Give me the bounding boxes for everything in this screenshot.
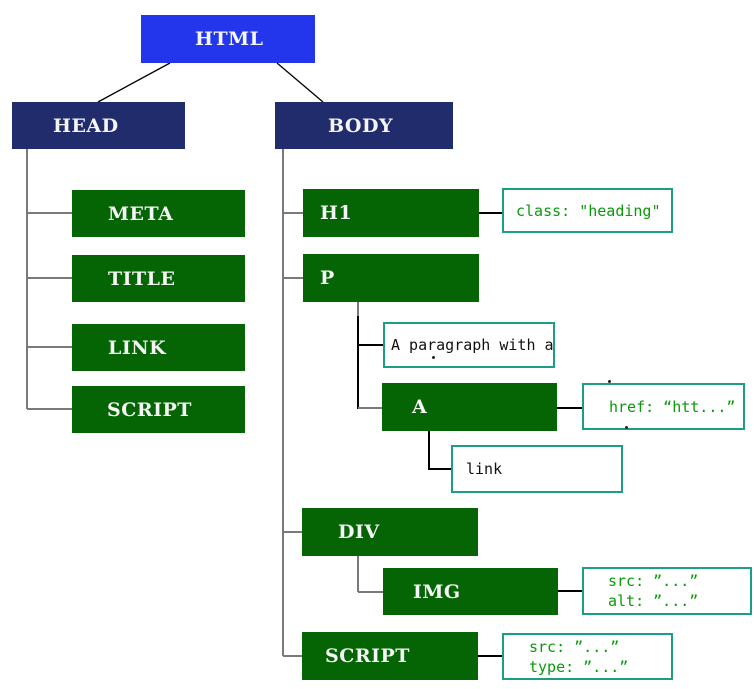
annotation-line: src: ”...” <box>608 572 699 590</box>
node-script-head: SCRIPT <box>72 386 245 433</box>
text-node-content: link <box>466 460 503 478</box>
node-title: TITLE <box>72 255 245 302</box>
annotation-script-attrs: src: ”...” type: ”...” <box>502 633 673 680</box>
node-img: IMG <box>383 568 558 615</box>
annotation-line: href: “htt...” <box>609 397 736 416</box>
annotation-line: type: ”...” <box>529 657 629 676</box>
node-link: LINK <box>72 324 245 371</box>
node-p: P <box>303 254 479 302</box>
node-meta: META <box>72 190 245 237</box>
node-script-body: SCRIPT <box>302 632 478 680</box>
text-node-paragraph: A paragraph with a <box>383 322 555 368</box>
annotation-a-href: href: “htt...” <box>582 383 745 430</box>
stray-mark <box>608 380 611 383</box>
node-h1: H1 <box>303 189 479 237</box>
text-node-content: A paragraph with a <box>391 336 554 354</box>
node-div: DIV <box>302 508 478 556</box>
annotation-line: alt: ”...” <box>608 592 699 610</box>
node-head: HEAD <box>12 102 185 149</box>
node-a: A <box>382 383 557 431</box>
annotation-h1-class: class: "heading" <box>502 188 673 233</box>
annotation-line: src: ”...” <box>529 637 620 656</box>
stray-mark <box>625 426 628 429</box>
annotation-img-attrs: src: ”...” alt: ”...” <box>582 567 752 615</box>
node-body: BODY <box>275 102 453 149</box>
annotation-line: class: "heading" <box>516 201 661 220</box>
node-html: HTML <box>141 15 315 63</box>
text-node-link: link <box>451 445 623 493</box>
stray-mark <box>432 356 435 359</box>
